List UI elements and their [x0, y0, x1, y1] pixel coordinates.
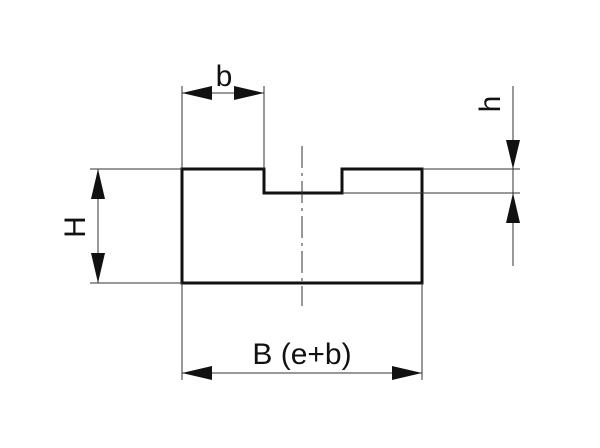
arrow-icon [182, 86, 212, 100]
arrow-icon [506, 140, 520, 169]
dimension-h [342, 86, 520, 266]
label-H: H [59, 216, 92, 238]
arrow-icon [182, 366, 212, 380]
label-B: B (e+b) [252, 338, 351, 371]
dimension-H [90, 168, 182, 284]
dimension-B [181, 283, 423, 380]
label-h: h [474, 96, 507, 113]
arrow-icon [506, 193, 520, 223]
dimension-b [181, 86, 265, 169]
arrow-icon [91, 169, 105, 199]
arrow-icon [392, 366, 422, 380]
profile-outline [180, 167, 424, 285]
label-b: b [216, 60, 233, 93]
arrow-icon [234, 86, 264, 100]
arrow-icon [91, 253, 105, 283]
